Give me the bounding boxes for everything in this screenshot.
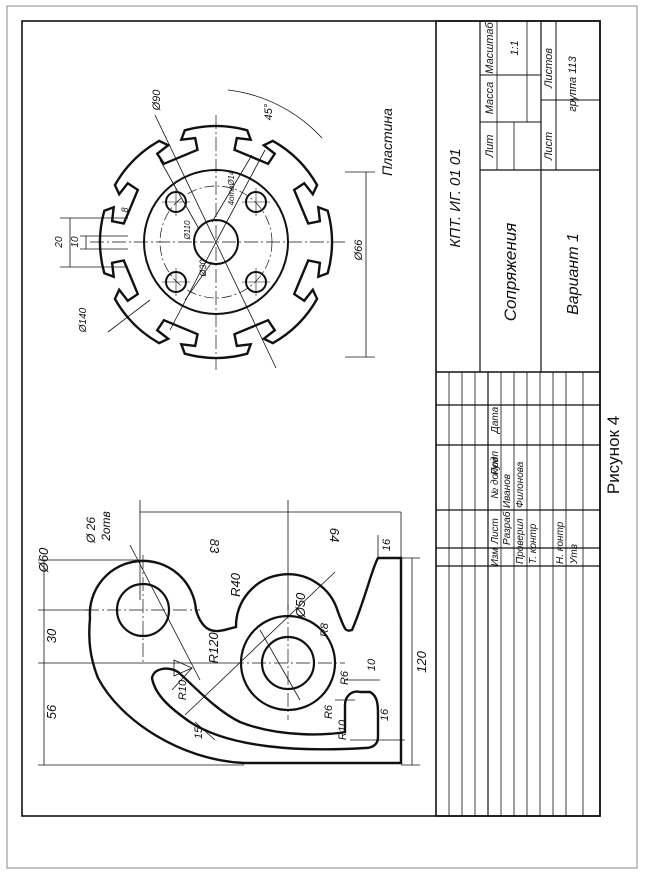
dim-d140: Ø66: [353, 239, 365, 262]
bracket-outer-contour: [88, 556, 403, 765]
col-list: Лист: [490, 518, 501, 545]
drawing-code: КПТ. ИГ. 01 01: [447, 148, 464, 247]
dim-10-left: R6: [339, 670, 351, 685]
part-name: Пластина: [379, 108, 395, 176]
figure-caption: Рисунок 4: [604, 415, 623, 495]
dim-20: 20: [54, 236, 65, 249]
dim-15: 15: [193, 726, 205, 739]
col-sign: Подп: [490, 451, 501, 475]
drawing-title: Сопряжения: [501, 223, 520, 321]
dim-16-top: 16: [381, 538, 393, 551]
dim-d30: Ø30: [198, 259, 208, 277]
row-ncontr: Н. контр: [555, 521, 566, 564]
mass-label: Масса: [484, 82, 496, 115]
scale-value: 1:1: [509, 40, 521, 55]
dim-2holes: 2отв: [99, 511, 113, 542]
slotted-outer-contour: [98, 124, 334, 360]
dim-r10-inner: R10: [177, 679, 189, 700]
dim-10: 10: [70, 236, 81, 248]
dim-45deg: 45°: [263, 103, 275, 120]
dim-d66: Ø140: [78, 307, 89, 333]
col-date: Дата: [490, 406, 501, 434]
dim-83: 83: [207, 539, 222, 554]
dev-name: Иванов: [502, 474, 513, 508]
lit-label: Лит: [484, 135, 496, 159]
drawing-frame: [21, 20, 601, 817]
dim-4holes: 4отвØ14: [227, 170, 236, 205]
dim-64: 64: [327, 528, 342, 542]
dim-r40: R40: [228, 572, 243, 597]
dim-r8: R8: [319, 622, 331, 637]
check-name: Филонова: [515, 461, 526, 508]
scale-label: Масштаб: [484, 22, 496, 74]
dim-r120: R120: [206, 632, 221, 664]
row-check: Проверил: [515, 518, 526, 564]
col-doc: № докум: [490, 457, 501, 498]
dim-56: 56: [44, 704, 59, 719]
dim-16-bottom: 16: [379, 708, 391, 721]
outer-frame: [6, 5, 638, 869]
dim-d90: Ø90: [151, 89, 163, 112]
row-tcontr: Т. контр: [528, 523, 539, 564]
dim-d50: Ø50: [293, 592, 308, 618]
round-plate-view: Ø140 20 10 Ø66 Ø90 45° 8 Ø110 4отвØ14 Ø3…: [54, 89, 395, 370]
dim-8: 8: [120, 207, 130, 212]
bracket-view: Ø60 Ø 26 2отв 83 64 16 R40 R120 Ø50 R8 R…: [36, 500, 429, 766]
title-block: [435, 20, 601, 817]
dim-d60: Ø60: [36, 547, 51, 573]
drawing-variant: Вариант 1: [565, 233, 582, 315]
title-block-text: КПТ. ИГ. 01 01 Сопряжения Вариант 1 груп…: [447, 22, 582, 567]
dim-r6-top: 10: [366, 658, 378, 671]
dim-d26: Ø 26: [84, 517, 98, 544]
row-appr: Утв: [569, 544, 580, 565]
row-dev: Разраб: [501, 511, 513, 545]
group-label: группа 113: [567, 55, 579, 111]
dim-120: 120: [414, 650, 429, 672]
dim-d110: Ø110: [183, 220, 192, 241]
sheet-label: Лист: [543, 132, 555, 161]
col-izm: Изм: [490, 548, 501, 567]
dim-30: 30: [44, 628, 59, 643]
dim-r6-bottom: R6: [323, 704, 335, 719]
sheets-label: Листов: [543, 48, 555, 89]
dim-r10-slot: R10: [337, 719, 349, 740]
